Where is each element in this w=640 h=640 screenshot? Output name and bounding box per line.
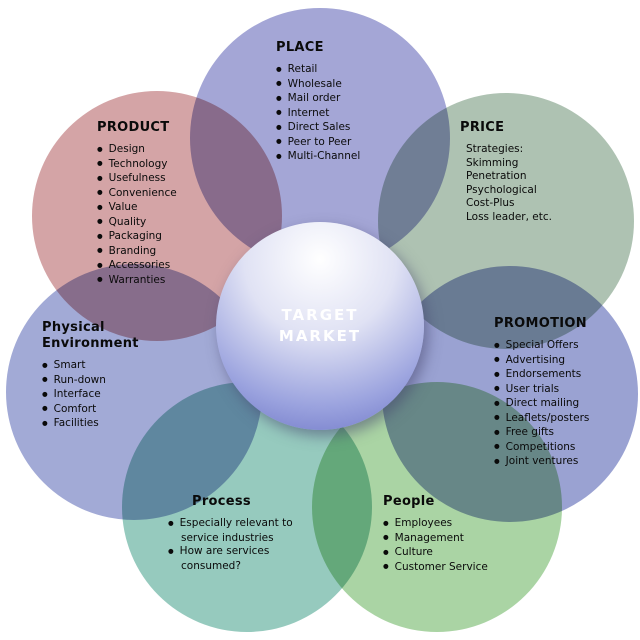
list-item: Cost-Plus [466,197,515,209]
target-market-circle [216,222,424,430]
list-item: Management [383,532,538,547]
target-market-line2: MARKET [278,327,362,345]
list-item: Advertising [494,354,626,369]
list-item: Design [97,143,237,158]
list-item: Joint ventures [494,455,626,470]
list-item: Mail order [276,92,416,107]
list-item: Run-down [42,374,162,389]
list-item: Wholesale [276,78,416,93]
list-item: Leaflets/posters [494,412,626,427]
list-item: Peer to Peer [276,136,416,151]
list-item: Packaging [97,230,237,245]
list-item: Direct Sales [276,121,416,136]
people-items: EmployeesManagementCultureCustomer Servi… [383,517,538,575]
list-item: Strategies: [466,143,524,155]
list-item: Value [97,201,237,216]
promotion-panel: PROMOTION Special OffersAdvertisingEndor… [494,316,626,470]
list-item: Quality [97,216,237,231]
people-title: People [383,494,435,509]
place-panel: PLACE RetailWholesaleMail orderInternetD… [276,40,416,165]
list-item: Customer Service [383,561,538,576]
place-items: RetailWholesaleMail orderInternetDirect … [276,63,416,165]
list-item: Skimming [466,156,519,169]
list-item: Comfort [42,403,162,418]
list-item: Facilities [42,417,162,432]
list-item: Competitions [494,441,626,456]
product-title: PRODUCT [97,120,170,135]
list-item: Multi-Channel [276,150,416,165]
list-item: Accessories [97,259,237,274]
people-panel: People EmployeesManagementCultureCustome… [383,494,538,575]
product-items: DesignTechnologyUsefulnessConvenienceVal… [97,143,237,288]
price-title: PRICE [460,120,505,135]
list-item: Direct mailing [494,397,626,412]
place-title: PLACE [276,40,324,55]
list-item: Psychological [466,183,537,196]
list-item: Penetration [466,170,527,182]
promotion-title: PROMOTION [494,316,587,331]
list-item: Interface [42,388,162,403]
list-item: Culture [383,546,538,561]
process-title: Process [192,494,251,509]
list-item: Especially relevant to service industrie… [168,517,316,545]
promotion-items: Special OffersAdvertisingEndorsementsUse… [494,339,626,470]
list-item: Branding [97,245,237,260]
list-item: Internet [276,107,416,122]
physical-environment-panel: Physical Environment SmartRun-downInterf… [42,320,162,432]
product-panel: PRODUCT DesignTechnologyUsefulnessConven… [97,120,237,288]
list-item: Retail [276,63,416,78]
process-panel: Process Especially relevant to service i… [168,494,316,573]
list-item: Free gifts [494,426,626,441]
list-item: Endorsements [494,368,626,383]
physical-environment-title: Physical Environment [42,320,139,351]
list-item: Special Offers [494,339,626,354]
process-items: Especially relevant to service industrie… [168,517,316,573]
list-item: How are services consumed? [168,545,316,573]
target-market-label: TARGET MARKET [216,222,424,430]
list-item: Loss leader, etc. [466,210,552,223]
list-item: Warranties [97,274,237,289]
list-item: Employees [383,517,538,532]
list-item: User trials [494,383,626,398]
target-market-line1: TARGET [281,306,359,324]
list-item: Technology [97,158,237,173]
list-item: Usefulness [97,172,237,187]
list-item: Convenience [97,187,237,202]
physical-environment-items: SmartRun-downInterfaceComfortFacilities [42,359,162,432]
list-item: Smart [42,359,162,374]
